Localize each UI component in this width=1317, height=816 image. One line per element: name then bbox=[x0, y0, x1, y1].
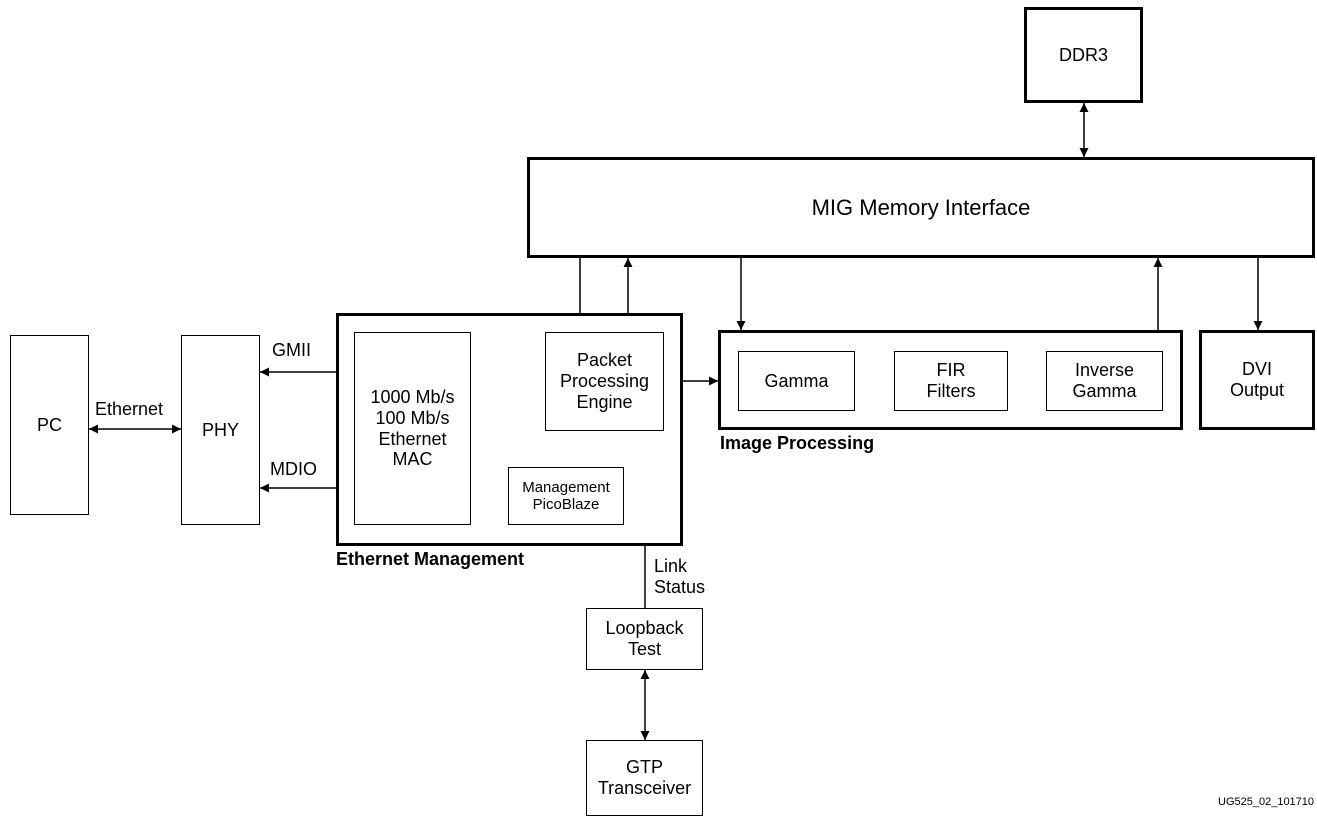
pc-block: PC bbox=[10, 335, 89, 515]
ethernet-signal-label: Ethernet bbox=[95, 399, 164, 419]
gamma-label: Gamma bbox=[764, 370, 829, 391]
link-status-signal-label: Link Status bbox=[654, 556, 706, 597]
mig-label: MIG Memory Interface bbox=[811, 194, 1031, 220]
fir-filters-block: FIR Filters bbox=[894, 351, 1008, 411]
inverse-gamma-block: Inverse Gamma bbox=[1046, 351, 1163, 411]
phy-label: PHY bbox=[201, 419, 239, 440]
loopback-test-block: Loopback Test bbox=[586, 608, 703, 670]
mig-memory-interface-block: MIG Memory Interface bbox=[527, 157, 1315, 258]
management-picoblaze-block: Management PicoBlaze bbox=[508, 467, 624, 525]
ethernet-mac-label: 1000 Mb/s 100 Mb/s Ethernet MAC bbox=[370, 387, 455, 470]
ppe-label: Packet Processing Engine bbox=[559, 350, 650, 412]
figure-id: UG525_02_101710 bbox=[1218, 796, 1315, 808]
mdio-signal-label: MDIO bbox=[270, 459, 317, 479]
ethernet-mac-block: 1000 Mb/s 100 Mb/s Ethernet MAC bbox=[354, 332, 471, 525]
dvi-output-block: DVI Output bbox=[1199, 330, 1315, 430]
gtp-transceiver-block: GTP Transceiver bbox=[586, 740, 703, 816]
management-picoblaze-label: Management PicoBlaze bbox=[522, 478, 610, 513]
image-processing-caption: Image Processing bbox=[720, 433, 875, 453]
pc-label: PC bbox=[36, 414, 62, 435]
loopback-test-label: Loopback Test bbox=[605, 618, 684, 659]
ethernet-management-caption: Ethernet Management bbox=[336, 549, 525, 569]
ddr3-label: DDR3 bbox=[1058, 44, 1108, 65]
ddr3-block: DDR3 bbox=[1024, 7, 1143, 103]
gamma-block: Gamma bbox=[738, 351, 855, 411]
inverse-gamma-label: Inverse Gamma bbox=[1072, 360, 1137, 401]
gmii-signal-label: GMII bbox=[272, 340, 311, 360]
fir-filters-label: FIR Filters bbox=[926, 360, 976, 401]
packet-processing-engine-block: Packet Processing Engine bbox=[545, 332, 664, 431]
dvi-output-label: DVI Output bbox=[1229, 359, 1285, 400]
phy-block: PHY bbox=[181, 335, 260, 525]
gtp-transceiver-label: GTP Transceiver bbox=[597, 757, 692, 798]
